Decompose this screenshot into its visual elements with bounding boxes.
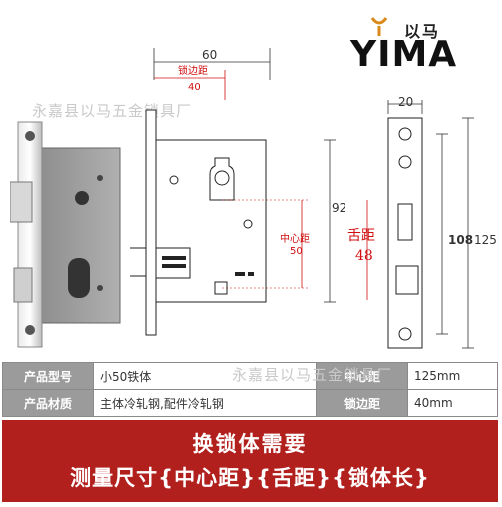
banner-line-2: 测量尺寸{中心距}{舌距}{锁体长} <box>70 466 430 490</box>
backset-label: 锁边距 <box>178 64 208 77</box>
tongue-label: 舌距 <box>347 228 375 244</box>
height-108-label: 108 <box>448 233 473 247</box>
spec-value: 40mm <box>407 389 498 417</box>
logo-wordmark: YIMA <box>350 34 458 75</box>
tongue-value: 48 <box>355 248 373 264</box>
spec-value: 小50铁体 <box>93 362 317 390</box>
width-label: 60 <box>202 48 217 62</box>
spec-label: 产品材质 <box>2 389 94 417</box>
height-92-label: 92 <box>332 201 345 215</box>
faceplate-width-label: 20 <box>398 95 413 109</box>
tongue-distance-dimension: 舌距 48 <box>347 200 375 300</box>
spec-value: 主体冷轧钢,配件冷轧钢 <box>93 389 317 417</box>
banner-line-1: 换锁体需要 <box>192 432 308 456</box>
lock-front-drawing: 60 锁边距 40 中心距 50 92 <box>130 48 345 336</box>
promo-banner: 换锁体需要 测量尺寸{中心距}{舌距}{锁体长} <box>2 420 498 502</box>
lock-body-photo <box>10 121 121 348</box>
wrench-logo-icon <box>370 17 388 36</box>
faceplate-side-drawing: 20 108 125 <box>387 95 497 349</box>
logo-chinese: 以马 <box>404 22 441 41</box>
spec-label: 锁边距 <box>316 389 408 417</box>
watermark-overlay: 永嘉县以马五金锁具厂 <box>232 366 393 384</box>
spec-label: 产品型号 <box>2 362 94 390</box>
height-125-label: 125 <box>474 233 497 247</box>
center-distance-label: 中心距 <box>280 232 310 245</box>
spec-table: 产品型号 小50铁体 中心距 125mm 产品材质 主体冷轧钢,配件冷轧钢 锁边… <box>2 362 498 417</box>
spec-value: 125mm <box>407 362 498 390</box>
backset-value: 40 <box>188 82 201 93</box>
center-distance-value: 50 <box>290 246 303 257</box>
spec-row: 产品材质 主体冷轧钢,配件冷轧钢 锁边距 40mm <box>2 389 498 417</box>
